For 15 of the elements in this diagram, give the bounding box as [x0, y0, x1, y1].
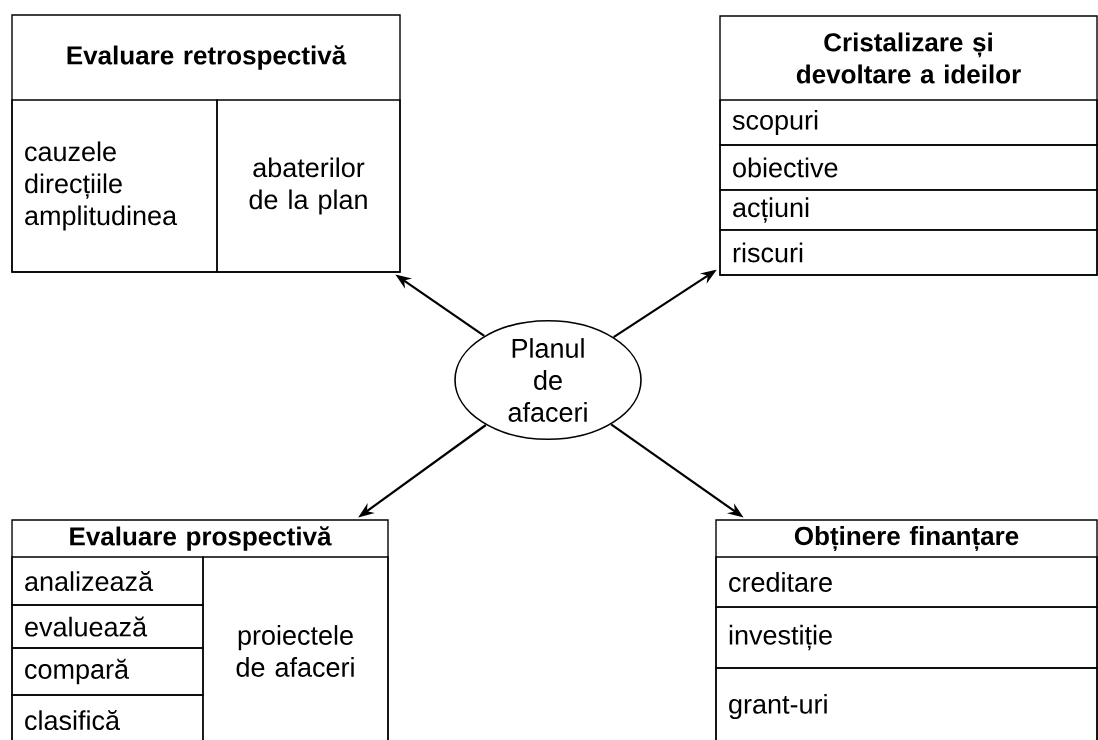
table-cell: riscuri	[719, 229, 1098, 276]
table-cell: investiție	[715, 606, 1098, 669]
table-cell: compară	[11, 647, 204, 696]
table-cell: cauzele direcțiile amplitudinea	[11, 99, 218, 273]
table-cell: abaterilor de la plan	[216, 99, 401, 273]
table-cell: proiectele de afaceri	[202, 556, 389, 740]
table-cell: analizează	[11, 556, 204, 606]
ellipse-node: Planul de afaceri	[454, 319, 642, 441]
table-cell: scopuri	[719, 99, 1098, 146]
table-cell: clasifică	[11, 694, 204, 740]
table-cell: creditare	[715, 556, 1098, 608]
table-cell: grant-uri	[715, 667, 1098, 740]
table-cell: evaluează	[11, 604, 204, 649]
table-cell: acțiuni	[719, 189, 1098, 231]
table-cell: obiective	[719, 144, 1098, 191]
